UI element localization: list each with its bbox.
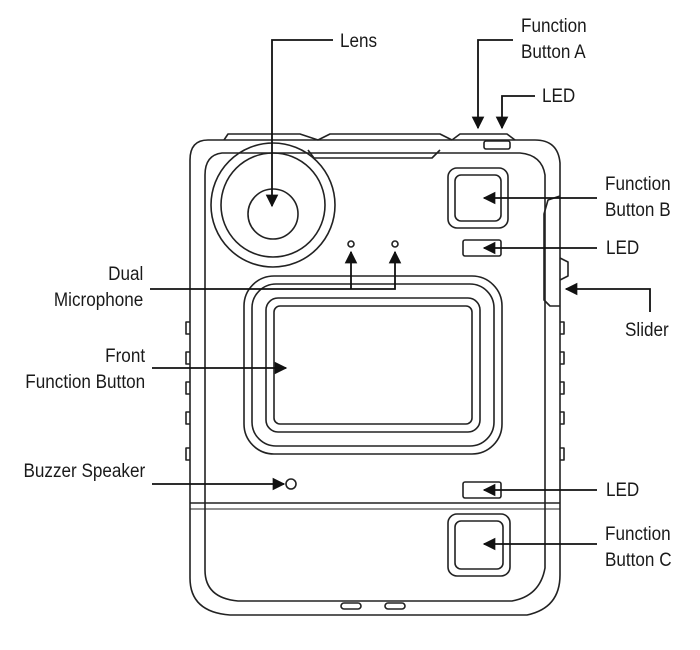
front-button-screen bbox=[273, 305, 473, 425]
lens-ring bbox=[220, 152, 326, 258]
side-notch-left bbox=[185, 321, 190, 461]
top-ridge bbox=[223, 133, 516, 141]
label-function-button-c: Function Button C bbox=[605, 524, 672, 571]
slider bbox=[543, 195, 561, 307]
front-button-inner bbox=[265, 297, 481, 433]
leader-lens bbox=[265, 39, 333, 208]
front-button-outer bbox=[243, 275, 503, 455]
label-lens: Lens bbox=[340, 31, 378, 52]
bottom-slot-right bbox=[384, 602, 406, 610]
label-function-button-a: Function Button A bbox=[521, 16, 587, 63]
label-led-c: LED bbox=[606, 480, 640, 501]
function-button-c-inner bbox=[454, 520, 504, 570]
side-notch-right bbox=[560, 321, 565, 461]
front-button-mid bbox=[251, 283, 495, 447]
label-buzzer-speaker: Buzzer Speaker bbox=[23, 461, 145, 482]
microphone-right bbox=[391, 240, 399, 248]
leader-slider bbox=[564, 282, 651, 312]
lens-outer bbox=[210, 142, 336, 268]
function-button-c-outer bbox=[447, 513, 511, 577]
label-function-button-b: Function Button B bbox=[605, 174, 671, 221]
top-bar bbox=[307, 149, 441, 159]
leader-led-top bbox=[495, 95, 535, 130]
label-led-b: LED bbox=[606, 238, 640, 259]
device-body-inner bbox=[204, 152, 546, 602]
label-slider: Slider bbox=[625, 320, 669, 341]
bottom-slot-left bbox=[340, 602, 362, 610]
microphone-left bbox=[347, 240, 355, 248]
lens-center bbox=[247, 188, 299, 240]
leader-function-button-a bbox=[471, 39, 513, 130]
device-body-outline bbox=[189, 139, 561, 616]
label-front-function-button: Front Function Button bbox=[25, 346, 145, 393]
label-dual-microphone: Dual Microphone bbox=[53, 264, 143, 311]
buzzer-speaker bbox=[285, 478, 297, 490]
led-top bbox=[483, 140, 511, 150]
label-led-top: LED bbox=[542, 86, 576, 107]
slider-knob bbox=[559, 257, 569, 281]
